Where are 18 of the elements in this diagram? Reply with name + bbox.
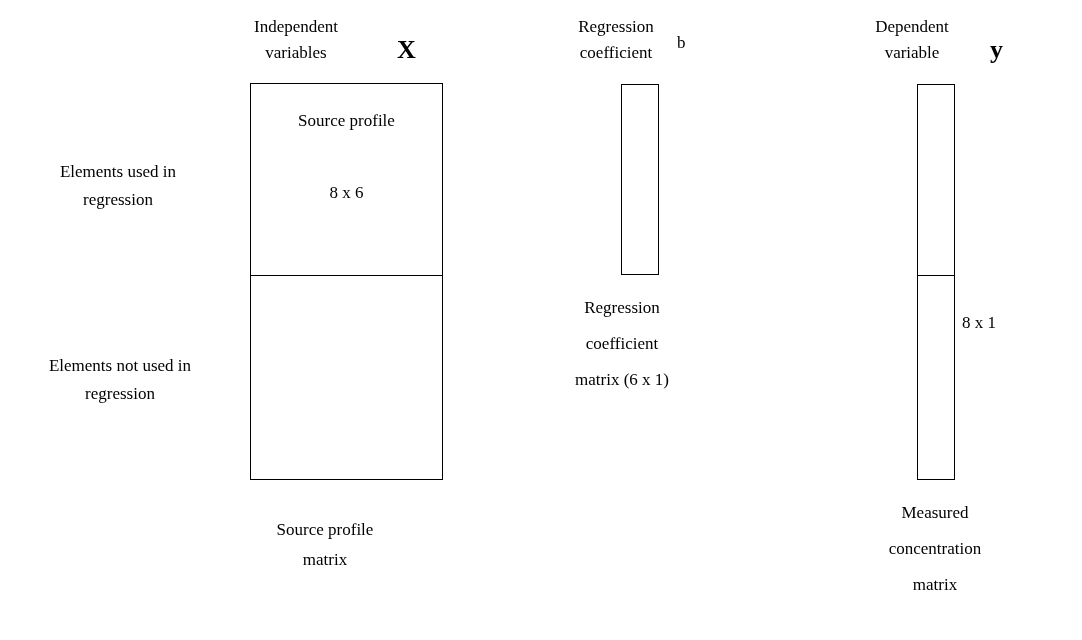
matrix-dimension: 8 x 6 bbox=[329, 182, 364, 204]
section-title: Source profile bbox=[298, 110, 395, 132]
matrix-caption: Measured concentration matrix bbox=[887, 502, 983, 596]
matrix-heading: Independent variables bbox=[253, 16, 339, 64]
row-label: Elements used in regression bbox=[58, 161, 178, 211]
empty-section bbox=[917, 84, 955, 276]
matrix-dimension: b bbox=[677, 32, 686, 54]
matrix-dimension: 8 x 1 bbox=[962, 312, 996, 334]
matrix-section bbox=[250, 83, 443, 276]
matrix-symbol: y bbox=[990, 34, 1003, 66]
matrix-symbol: X bbox=[397, 34, 416, 66]
matrix-caption: Regression coefficient matrix (6 x 1) bbox=[574, 297, 670, 391]
matrix-caption: Source profile matrix bbox=[275, 519, 375, 571]
empty-section bbox=[917, 275, 955, 480]
matrix-heading: Regression coefficient bbox=[577, 16, 655, 64]
empty-section bbox=[250, 275, 443, 480]
row-label: Elements not used in regression bbox=[47, 355, 193, 405]
matrix-heading: Dependent variable bbox=[874, 16, 950, 64]
